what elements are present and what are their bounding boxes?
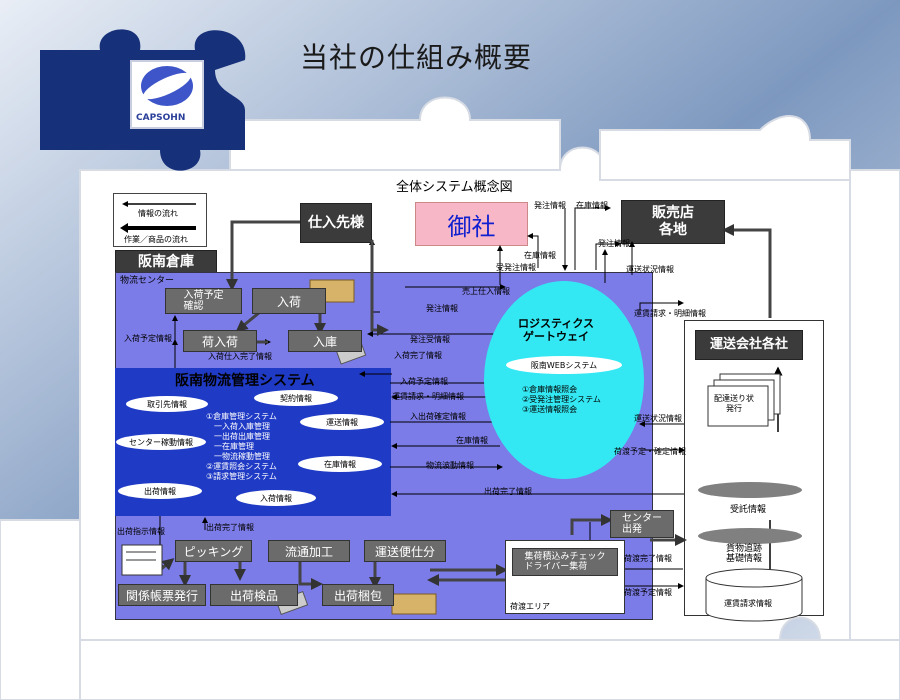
process-sorting: 運送便仕分 [364,540,446,562]
flow-label-12: 入荷予定情報 [400,377,448,386]
oval-partner: 取引先情報 [126,396,208,412]
flow-label-7: 発注情報 [426,304,458,313]
flow-label-24: 出荷完了情報 [206,523,254,532]
warehouse-label: 阪南倉庫 [115,250,217,274]
wms-system-2: 一入荷入庫管理 [214,422,270,431]
logistics-gateway [484,281,644,479]
flow-label-17: 入出荷確定情報 [410,412,466,421]
wms-system-7: ③請求管理システム [206,472,277,481]
flow-label-19: 物流波動情報 [426,461,474,470]
flow-label-11: 入荷予定情報 [124,334,172,343]
page-title: 当社の仕組み概要 [300,41,533,74]
wms-system-5: 一物流稼動管理 [214,452,270,461]
flow-label-4: 在庫情報 [524,251,556,260]
flow-label-8: 発注受情報 [410,335,450,344]
oval-contract: 契約情報 [254,390,338,406]
flow-label-14: 入荷仕入完了情報 [208,352,272,361]
process-inspection: 出荷検品 [210,584,298,606]
flow-label-9: 運送状況情報 [626,265,674,274]
process-unload: 荷入荷 [183,330,257,352]
flow-label-10: 運賃請求・明細情報 [634,309,706,318]
flow-label-21: 荷渡予定・確定情報 [614,447,686,456]
gateway-item-3: ③運送情報照会 [522,405,578,414]
flow-label-20: 運送状況情報 [634,414,682,423]
gateway-web-system: 阪南WEBシステム [506,356,622,374]
legend: 情報の流れ 作業／商品の流れ [113,193,207,247]
flow-label-2: 在庫情報 [576,201,608,210]
flow-label-6: 売上仕入情報 [462,287,510,296]
stores-box: 販売店 各地 [621,200,725,244]
gateway-item-1: ①倉庫情報照会 [522,385,578,394]
flow-label-5: 受発注情報 [496,263,536,272]
carrier-billing: 運賃請求情報 [724,599,772,608]
company-box: 御社 [415,202,528,246]
process-loading: 集荷積込みチェック ドライバー集荷 [512,548,618,576]
carrier-oval-2 [698,528,802,544]
legend-info-flow: 情報の流れ [138,209,178,218]
flow-label-25: 荷渡完了情報 [624,554,672,563]
carriers-box: 運送会社各社 [695,330,803,360]
process-processing: 流通加工 [268,540,350,562]
logo-emblem-icon [141,66,193,106]
wms-system-1: ①倉庫管理システム [206,412,277,421]
shipping-area-label: 荷渡エリア [510,602,550,611]
legend-goods-flow: 作業／商品の流れ [124,235,188,244]
oval-shipping-info: 運送情報 [300,414,384,430]
carrier-consignment: 受託情報 [730,505,767,515]
gateway-title: ロジスティクス ゲートウェイ [518,317,595,344]
process-slip: 関係帳票発行 [118,584,206,606]
flow-label-3: 発注情報 [598,239,630,248]
wms-system-3: 一出荷出庫管理 [214,432,270,441]
process-arrival: 入荷 [252,288,326,314]
gateway-item-2: ②受発注管理システム [522,395,601,404]
logo: CAPSOHN [130,60,204,129]
process-receiving-plan: 入荷予定 確認 [165,288,242,314]
supplier-box: 仕入先様 [300,203,372,243]
carrier-delivery-slip: 配達送り状 発行 [714,394,754,413]
process-inspect: 入庫 [288,330,362,352]
flow-label-1: 発注情報 [534,201,566,210]
carriers-area [684,320,824,616]
process-center-dispatch: センター 出発 [610,510,674,538]
logistics-center-label: 物流センター [120,276,175,286]
oval-stock-info: 在庫情報 [298,456,382,472]
process-packing: 出荷梱包 [322,584,394,606]
wms-title: 阪南物流管理システム [175,373,315,389]
diagram-heading: 全体システム概念図 [396,180,513,195]
flow-label-13: 入荷完了情報 [394,351,442,360]
flow-label-16: 運賃請求・明細情報 [392,392,464,401]
flow-label-26: 荷渡予定情報 [624,588,672,597]
carrier-tracking: 貨物追跡 基礎情報 [726,544,763,565]
flow-label-23: 出荷指示情報 [117,527,165,536]
flow-label-18: 在庫情報 [456,436,488,445]
oval-outbound-info: 出荷情報 [118,483,202,499]
wms-system-6: ②運賃照会システム [206,462,277,471]
oval-center-status: センター稼動情報 [116,434,206,450]
process-picking: ピッキング [175,540,252,562]
carrier-oval-1 [698,482,802,498]
wms-system-4: 一在庫管理 [214,442,254,451]
legend-arrows [120,201,196,233]
oval-inbound-info: 入荷情報 [236,490,316,506]
flow-label-22: 出荷完了情報 [484,487,532,496]
logo-text: CAPSOHN [136,113,186,123]
